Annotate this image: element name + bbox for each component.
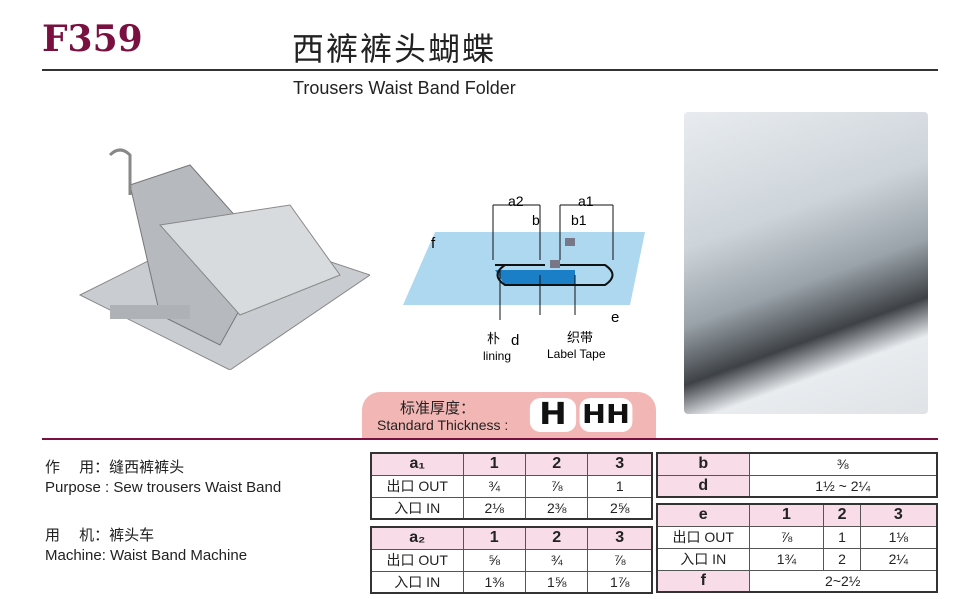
label-f: f (431, 235, 436, 252)
label-tape-cn: 织带 (567, 330, 593, 345)
cell: 1 (587, 474, 653, 498)
row-label: 入口 IN (370, 570, 464, 594)
header-cell: 1 (462, 526, 526, 550)
cell: 1⅝ (524, 570, 589, 594)
header-divider (42, 69, 938, 71)
folder-diagram: a2 a1 b b1 f d e 朴 lining 织带 Label Tape (403, 193, 645, 363)
cell: 2 (823, 547, 861, 571)
label-a2: a2 (508, 193, 524, 209)
header-cell: b (656, 452, 750, 476)
standard-thickness-panel: 标准厚度： Standard Thickness : H HH (362, 392, 656, 439)
row-label: 入口 IN (656, 547, 750, 571)
cell: ¾ (462, 474, 526, 498)
machine-cn: 用 机：裤头车 (45, 527, 155, 544)
machine-en: Machine: Waist Band Machine (45, 547, 248, 564)
thickness-label-cn: 标准厚度： (400, 400, 476, 417)
section-divider (42, 438, 938, 440)
cell: ⅜ (748, 452, 938, 476)
purpose-en: Purpose : Sew trousers Waist Band (45, 479, 282, 496)
cell: 1 (823, 525, 861, 549)
label-e: e (611, 309, 619, 326)
thickness-badge-h: H (529, 398, 577, 432)
header-cell: 2 (524, 452, 589, 476)
header-cell: 3 (587, 452, 653, 476)
thickness-badge-hh: HH (579, 398, 633, 432)
label-lining-cn: 朴 (487, 331, 500, 346)
header-cell: a₁ (370, 452, 464, 476)
cell: 1½ ~ 2¼ (748, 474, 938, 498)
label-tape-en: Label Tape (547, 347, 606, 361)
cell: ⅞ (748, 525, 825, 549)
cell: 2¼ (859, 547, 938, 571)
machine-photo (684, 112, 928, 414)
header-cell: 3 (587, 526, 653, 550)
label-b1: b1 (571, 212, 587, 228)
row-label: 出口 OUT (656, 525, 750, 549)
folder-product-photo (78, 148, 370, 370)
cell: 2⅝ (587, 496, 653, 520)
row-label: 出口 OUT (370, 474, 464, 498)
header-cell: 2 (823, 503, 861, 527)
header-cell: 3 (859, 503, 938, 527)
label-lining-en: lining (483, 349, 511, 363)
cell: ¾ (524, 548, 589, 572)
fabric-shape (403, 232, 645, 305)
row-label: 入口 IN (370, 496, 464, 520)
title-chinese: 西裤裤头蝴蝶 (292, 31, 497, 67)
header-cell: f (656, 569, 750, 593)
header-cell: 1 (748, 503, 825, 527)
label-b: b (532, 212, 540, 228)
header-cell: d (656, 474, 750, 498)
cell: ⅞ (524, 474, 589, 498)
model-code: F359 (42, 18, 143, 60)
cell: ⅞ (587, 548, 653, 572)
title-english: Trousers Waist Band Folder (293, 78, 516, 98)
label-a1: a1 (578, 193, 594, 209)
cell: 2⅜ (524, 496, 589, 520)
cell: 1⅞ (587, 570, 653, 594)
purpose-cn: 作 用：缝西裤裤头 (45, 459, 185, 476)
cell: 1⅜ (462, 570, 526, 594)
row-label: 出口 OUT (370, 548, 464, 572)
header-cell: a₂ (370, 526, 464, 550)
cell: 1⅛ (859, 525, 938, 549)
cell: 2⅛ (462, 496, 526, 520)
label-d: d (511, 332, 519, 349)
header-cell: 1 (462, 452, 526, 476)
cell: 1¾ (748, 547, 825, 571)
thickness-label-en: Standard Thickness : (377, 417, 509, 433)
header-cell: 2 (524, 526, 589, 550)
header-cell: e (656, 503, 750, 527)
cell: ⅝ (462, 548, 526, 572)
cell: 2~2½ (748, 569, 938, 593)
